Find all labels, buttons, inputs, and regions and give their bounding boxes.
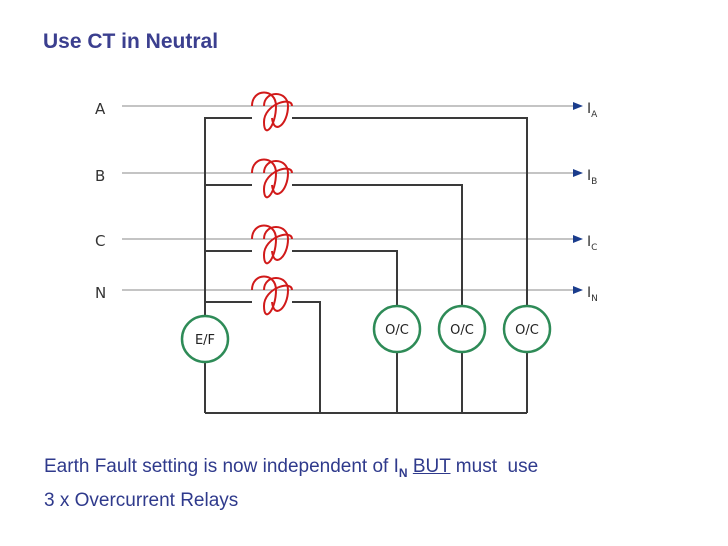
overcurrent-relay-1-label: O/C [385, 323, 409, 338]
phase-label-c: C [95, 232, 105, 250]
ct-coil-c [251, 224, 293, 265]
earth-fault-relay-label: E/F [195, 333, 215, 348]
overcurrent-relay-2: O/C [437, 304, 487, 354]
caption-but: BUT [412, 456, 451, 477]
ct-coil-n [251, 275, 293, 316]
earth-fault-relay: E/F [180, 314, 230, 364]
overcurrent-relay-2-label: O/C [450, 323, 474, 338]
phase-label-b: B [95, 167, 105, 185]
phase-label-a: A [95, 100, 106, 118]
output-label-in: IN [587, 285, 598, 304]
page-title: Use CT in Neutral [43, 30, 219, 53]
output-label-ia: IA [587, 101, 598, 120]
caption-line-2: 3 x Overcurrent Relays [44, 490, 239, 511]
phase-label-n: N [95, 284, 106, 302]
overcurrent-relay-3-label: O/C [515, 323, 539, 338]
output-label-ic: IC [587, 234, 597, 253]
ct-coil-b [251, 158, 293, 199]
overcurrent-relay-1: O/C [372, 304, 422, 354]
ct-coil-a [251, 91, 293, 132]
caption: Earth Fault setting is now independent o… [44, 453, 538, 515]
overcurrent-relay-3: O/C [502, 304, 552, 354]
output-label-ib: IB [587, 168, 597, 187]
caption-line-1: Earth Fault setting is now independent o… [44, 456, 539, 480]
secondary-wiring [204, 117, 528, 414]
